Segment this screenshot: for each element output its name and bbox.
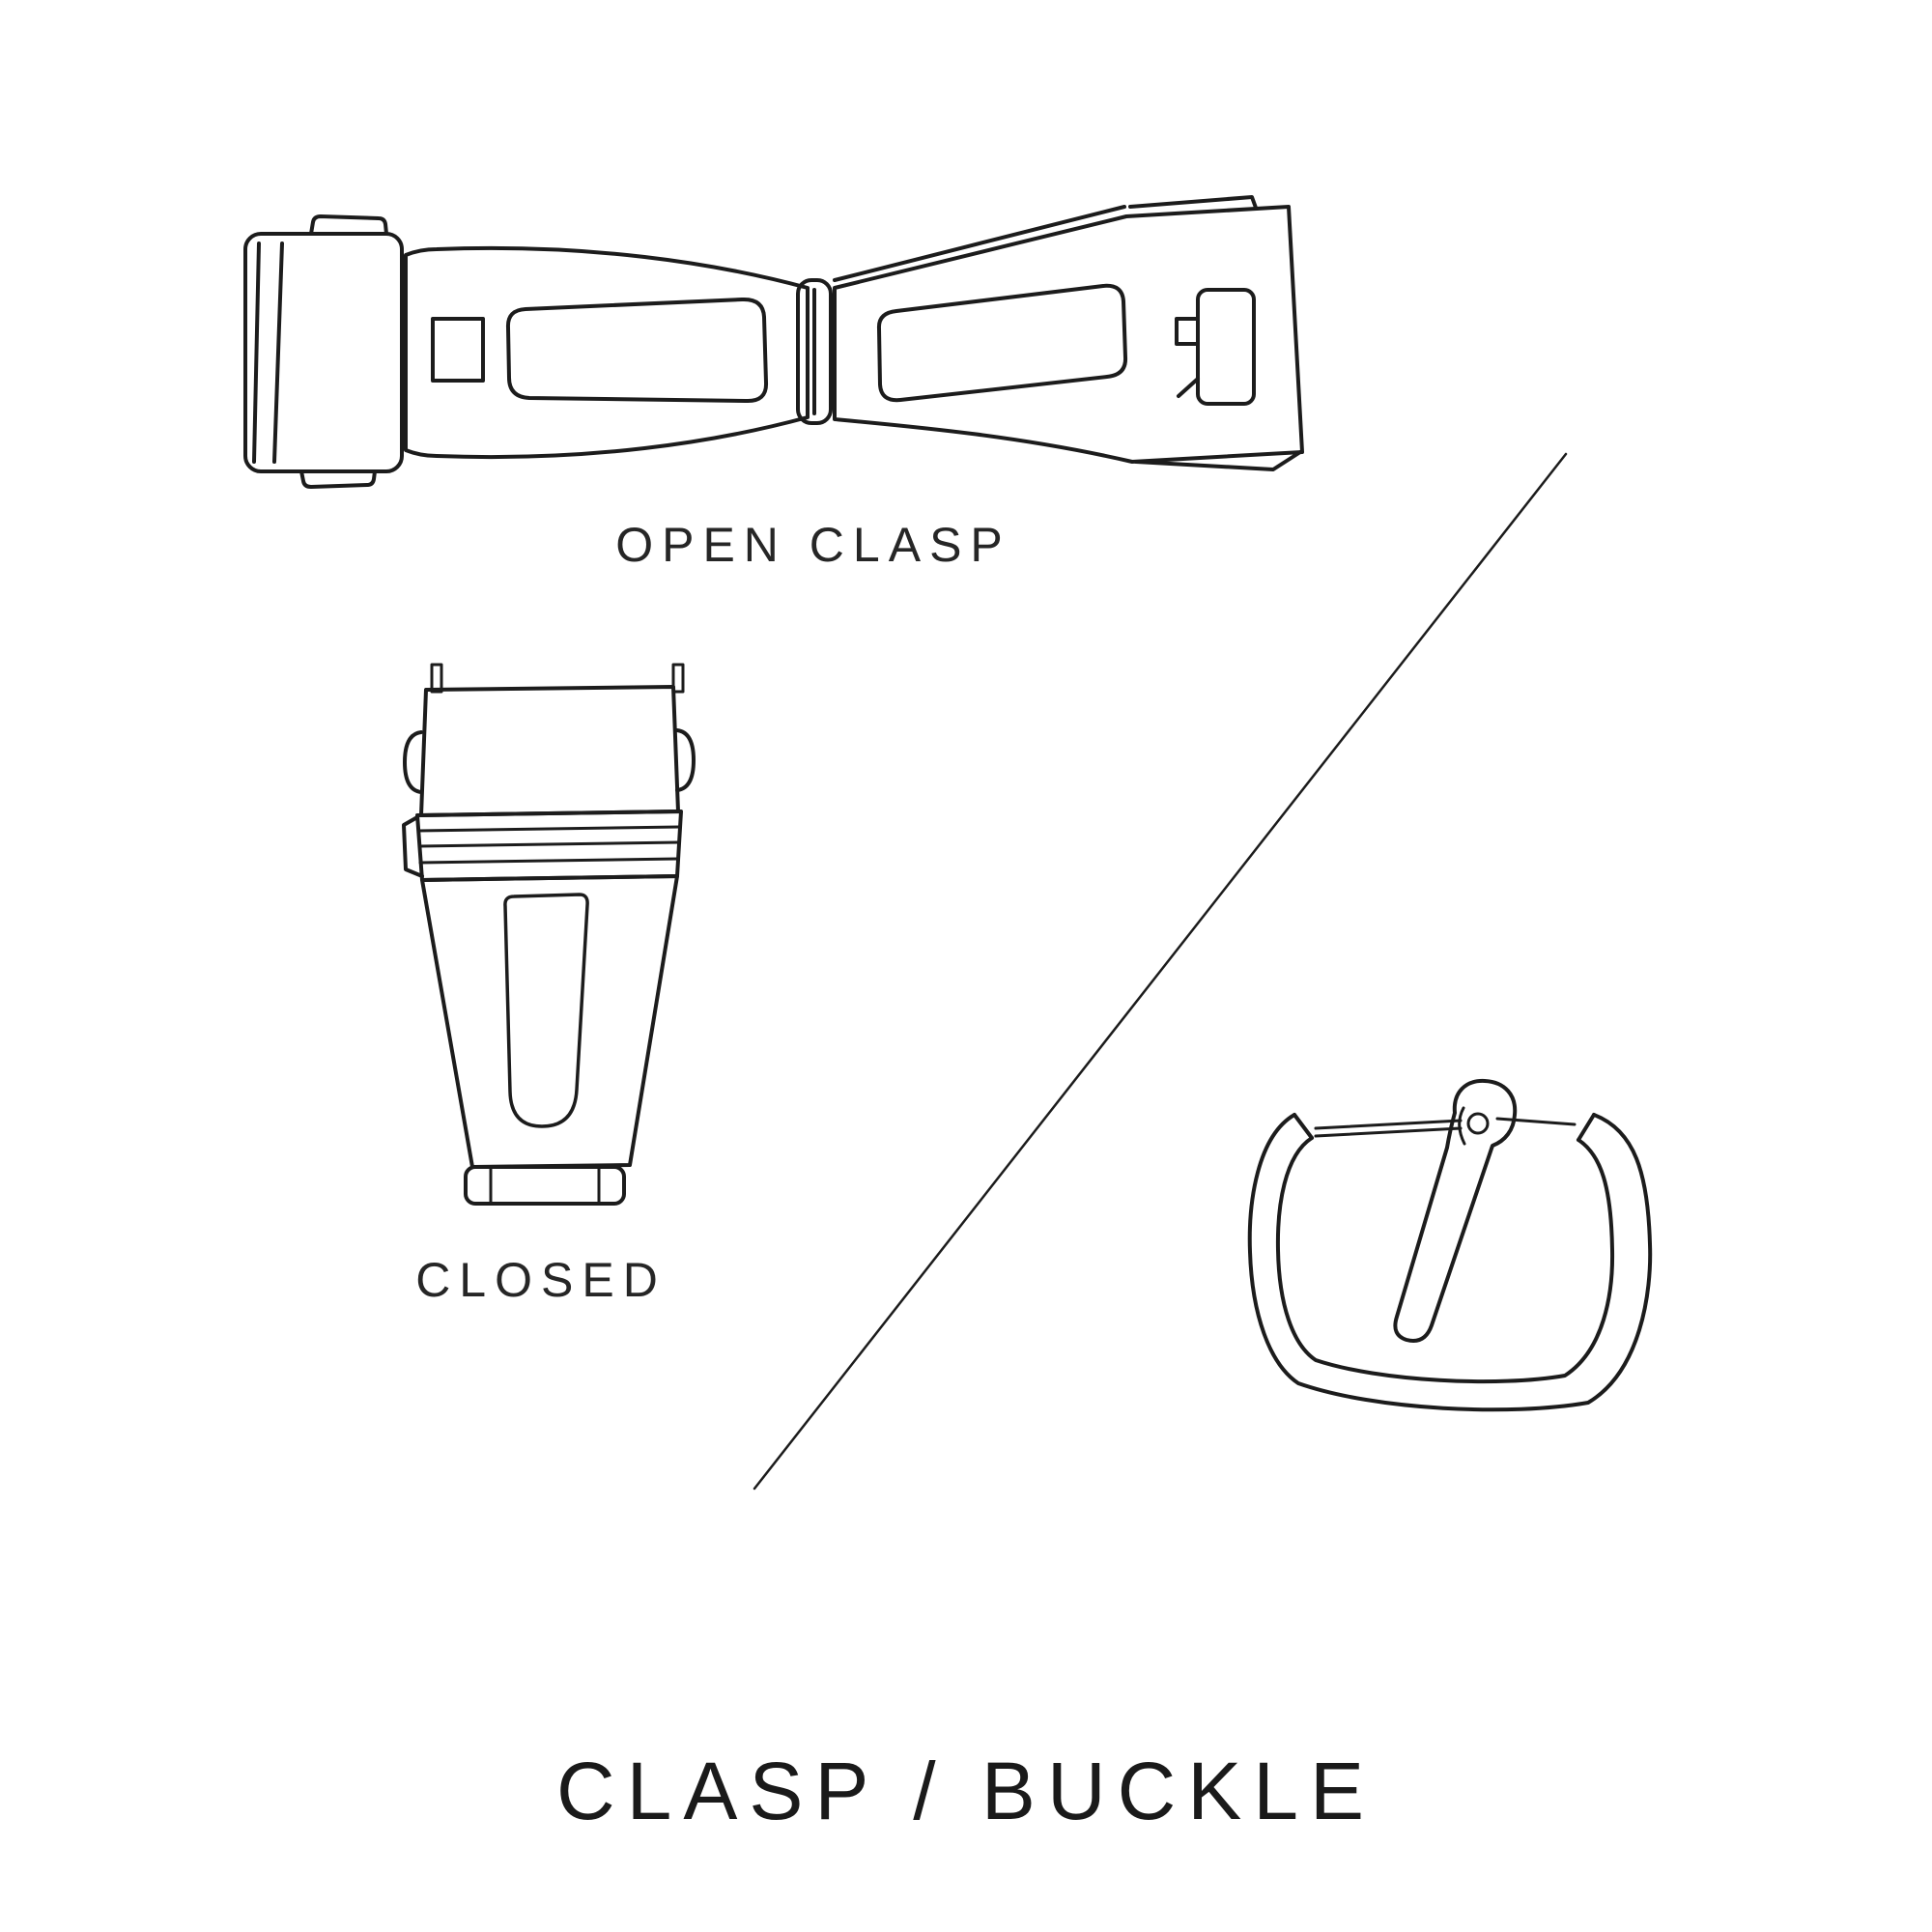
- pin-buckle-illustration: [1247, 1078, 1653, 1412]
- diagram-title: CLASP / BUCKLE: [555, 1746, 1377, 1836]
- divider-line: [753, 452, 1568, 1491]
- open-clasp-illustration: [243, 195, 1304, 489]
- open-clasp-caption: OPEN CLASP: [615, 518, 1011, 572]
- closed-clasp-illustration: [402, 663, 696, 1206]
- closed-caption: CLOSED: [415, 1253, 667, 1307]
